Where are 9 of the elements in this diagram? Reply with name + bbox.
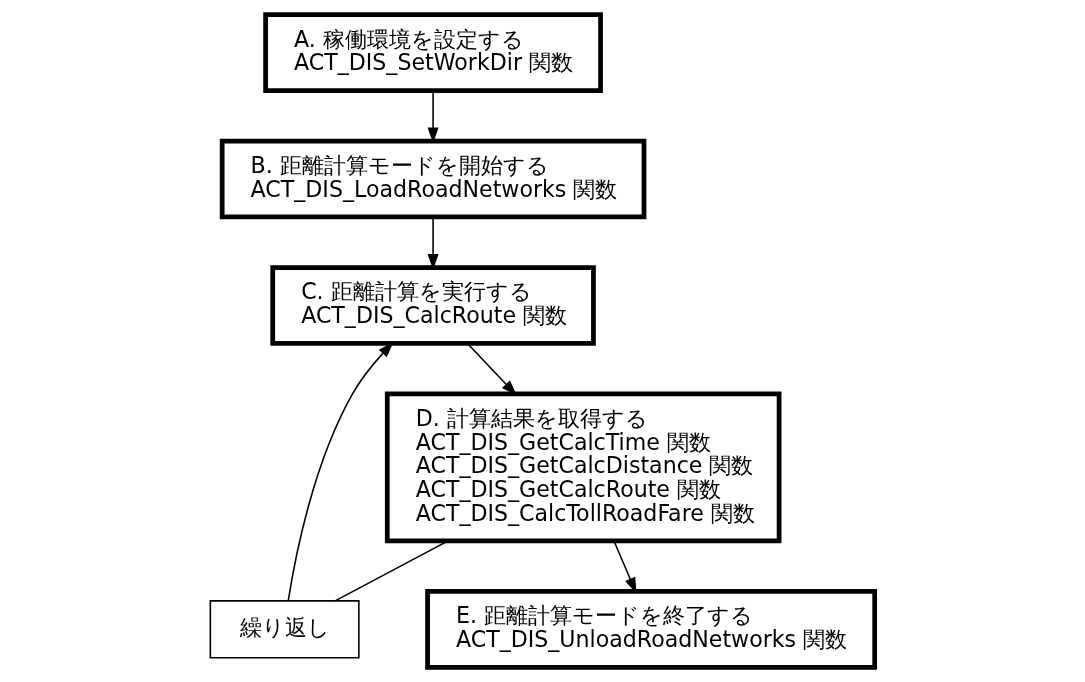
arrow — [287, 342, 394, 601]
node-box: D. 計算結果を取得する ACT_DIS_GetCalcTime 関数 ACT_DIS_GetCalcDistance 関数 ACT_DIS_GetCalcRoute 関数 ACT_DIS_CalcTollRoadFare 関数 — [384, 391, 782, 544]
connector — [334, 540, 449, 602]
node-box: A. 稼働環境を設定する ACT_DIS_SetWorkDir 関数 — [263, 12, 603, 93]
arrow — [613, 540, 637, 594]
node-box: 繰り返し — [209, 600, 360, 659]
node-box: C. 距離計算を実行する ACT_DIS_CalcRoute 関数 — [270, 265, 596, 346]
node-box: E. 距離計算モードを終了する ACT_DIS_UnloadRoadNetworks 関数 — [425, 589, 878, 670]
node-box: B. 距離計算モードを開始する ACT_DIS_LoadRoadNetworks 関数 — [219, 138, 647, 220]
